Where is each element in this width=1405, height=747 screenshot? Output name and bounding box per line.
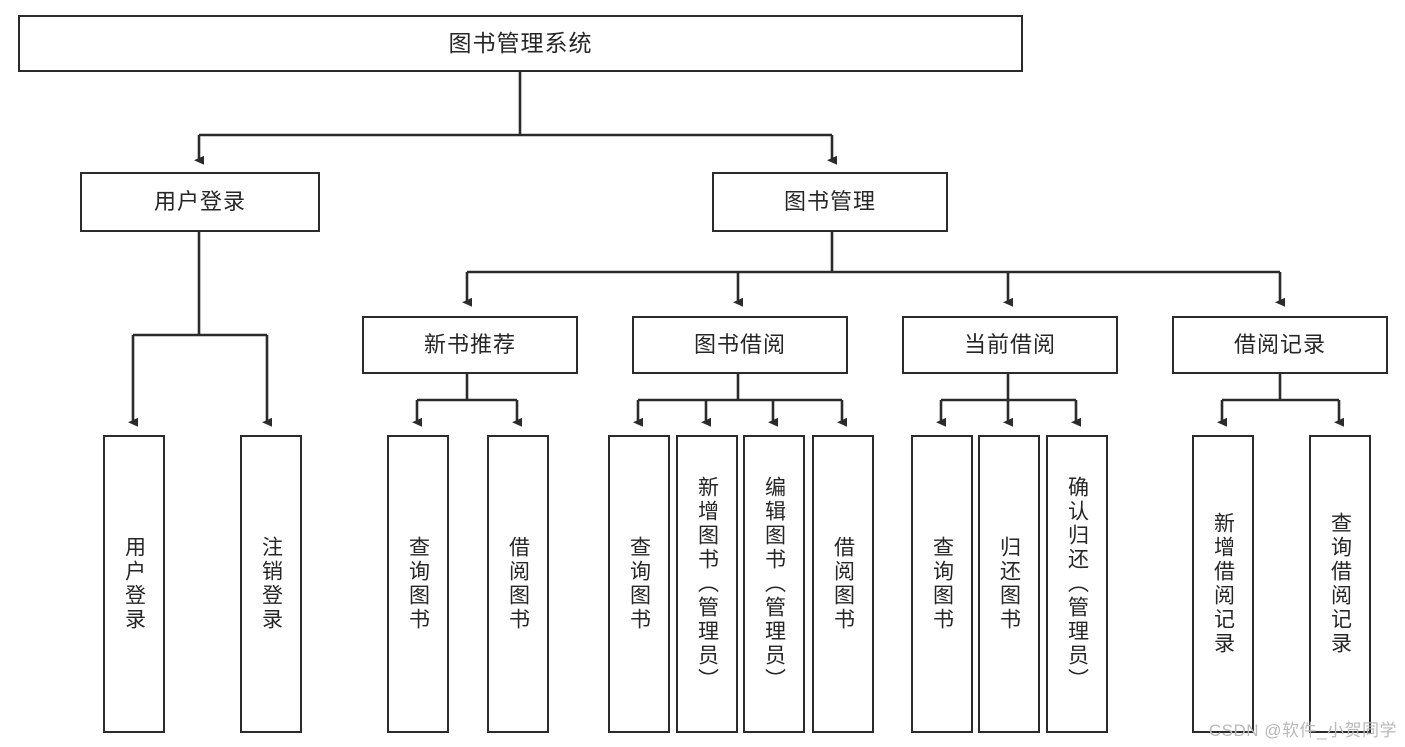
node-user-login[interactable]: 用户登录: [80, 172, 320, 232]
node-label: 借阅记录: [1233, 332, 1326, 358]
leaf-book-borrow-add[interactable]: 新增图书（管理员）: [676, 435, 738, 733]
node-label: 当前借阅: [963, 332, 1056, 358]
node-label: 新增图书（管理员）: [695, 476, 719, 692]
leaf-borrow-record-query[interactable]: 查询借阅记录: [1309, 435, 1371, 733]
node-label: 查询图书: [930, 536, 954, 632]
node-label: 查询借阅记录: [1328, 512, 1352, 656]
node-book-management[interactable]: 图书管理: [712, 172, 948, 232]
node-label: 新书推荐: [423, 332, 516, 358]
leaf-user-login-logout[interactable]: 注销登录: [240, 435, 302, 733]
watermark-csdn: CSDN @软件_小贺同学: [1208, 721, 1397, 740]
node-label: 确认归还（管理员）: [1065, 476, 1089, 692]
node-label: 图书管理: [783, 189, 876, 215]
node-label: 图书管理系统: [448, 29, 593, 56]
leaf-current-borrow-return[interactable]: 归还图书: [978, 435, 1040, 733]
node-label: 新增借阅记录: [1211, 512, 1235, 656]
node-new-book-recommend[interactable]: 新书推荐: [362, 316, 578, 374]
node-label: 图书借阅: [693, 332, 786, 358]
node-root-system[interactable]: 图书管理系统: [18, 15, 1023, 72]
node-label: 查询图书: [627, 536, 651, 632]
leaf-current-borrow-confirm-return[interactable]: 确认归还（管理员）: [1046, 435, 1108, 733]
node-label: 注销登录: [259, 536, 283, 632]
leaf-book-borrow-edit[interactable]: 编辑图书（管理员）: [743, 435, 805, 733]
node-current-borrow[interactable]: 当前借阅: [902, 316, 1118, 374]
node-label: 编辑图书（管理员）: [762, 476, 786, 692]
node-label: 借阅图书: [831, 536, 855, 632]
leaf-current-borrow-query[interactable]: 查询图书: [911, 435, 973, 733]
leaf-book-borrow-query[interactable]: 查询图书: [608, 435, 670, 733]
node-borrow-record[interactable]: 借阅记录: [1172, 316, 1388, 374]
leaf-new-book-borrow[interactable]: 借阅图书: [487, 435, 549, 733]
node-label: 归还图书: [997, 536, 1021, 632]
leaf-user-login-login[interactable]: 用户登录: [103, 435, 165, 733]
node-label: 借阅图书: [506, 536, 530, 632]
node-label: 用户登录: [122, 536, 146, 632]
node-label: 查询图书: [406, 536, 430, 632]
leaf-new-book-query[interactable]: 查询图书: [387, 435, 449, 733]
node-book-borrow[interactable]: 图书借阅: [632, 316, 848, 374]
leaf-book-borrow-borrow[interactable]: 借阅图书: [812, 435, 874, 733]
leaf-borrow-record-add[interactable]: 新增借阅记录: [1192, 435, 1254, 733]
node-label: 用户登录: [153, 189, 246, 215]
